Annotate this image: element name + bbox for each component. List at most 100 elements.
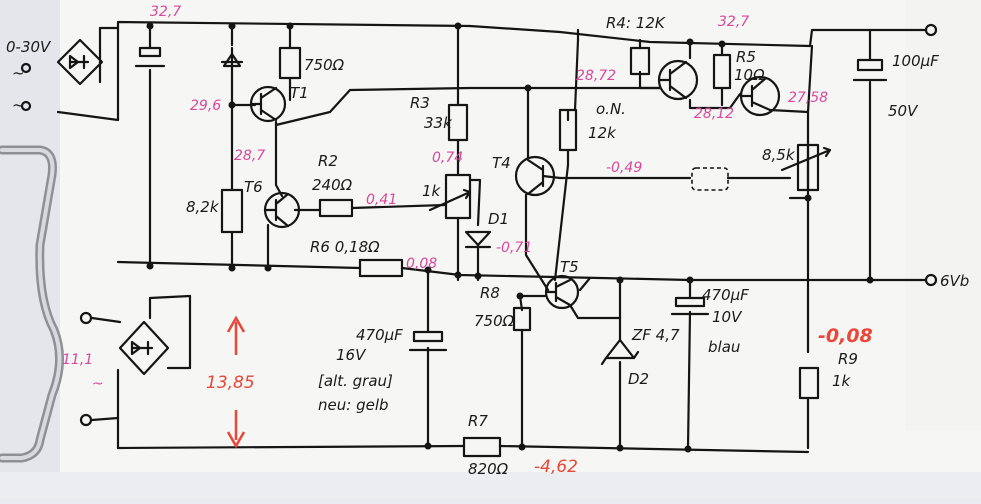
table-edge: [0, 0, 60, 499]
value-0-71: -0,71: [496, 240, 532, 256]
transistor-driver: [657, 59, 699, 101]
label-t1: T1: [290, 84, 309, 102]
capacitor-100uf: [852, 58, 888, 82]
label-out: 6Vb: [940, 272, 969, 290]
value-32-7a: 32,7: [150, 4, 181, 20]
label-r8k2: 8,2k: [186, 198, 220, 216]
label-r8-name: R8: [480, 284, 500, 302]
label-cap-top-v: 50V: [888, 102, 919, 120]
label-r8-val: 750Ω: [474, 312, 515, 330]
paper-bottom-edge: [0, 472, 981, 499]
label-t6: T6: [244, 178, 263, 196]
resistor-r8: [512, 306, 532, 332]
tilde-1: ~: [12, 64, 25, 82]
transistor-t4: [514, 155, 562, 197]
value-neg-0-08: -0,08: [818, 325, 873, 347]
label-d1: D1: [488, 210, 509, 228]
resistor-r7: [462, 436, 502, 458]
label-r9-name: R9: [838, 350, 858, 368]
zener-d2: [600, 338, 640, 366]
label-ac-top: 0-30V: [6, 38, 52, 56]
label-c470b-note: blau: [708, 338, 740, 356]
label-c470a-v: 16V: [336, 346, 367, 364]
terminal-ac-lower-1: [79, 311, 93, 325]
label-t4: T4: [492, 154, 511, 172]
label-r5-name: R5: [736, 48, 756, 66]
paper-right-strip: [905, 0, 981, 430]
resistor-r9: [798, 366, 820, 400]
pot-8k5: [796, 143, 820, 192]
label-c470a: 470μF: [356, 326, 403, 344]
terminal-ac-lower-2: [79, 413, 93, 427]
terminal-ac-top-2: [20, 100, 32, 112]
label-r6: R6 0,18Ω: [310, 238, 380, 256]
label-d2: D2: [628, 370, 649, 388]
transistor-t1: [249, 85, 287, 123]
transistor-t6: [263, 191, 301, 229]
value-13-85: 13,85: [206, 373, 255, 393]
value-28-7: 28,7: [234, 148, 265, 164]
resistor-r6: [358, 258, 404, 278]
label-c-note2: neu: gelb: [318, 396, 389, 414]
dashed-component: [691, 167, 729, 191]
value-neg-0-49: -0,49: [606, 160, 642, 176]
label-t5: T5: [560, 258, 579, 276]
label-r5-val: 10Ω: [734, 66, 765, 84]
value-27-58: 27,58: [788, 90, 828, 106]
junction-dots: [146, 22, 874, 453]
terminal-out: [924, 273, 938, 287]
label-r2-name: R2: [318, 152, 338, 170]
value-0-08: 0,08: [406, 256, 437, 272]
terminal-plus: [924, 23, 938, 37]
label-pot1k: 1k: [422, 182, 442, 200]
terminal-ac-top-1: [20, 62, 32, 74]
label-on: o.N.: [596, 100, 626, 118]
value-32-7b: 32,7: [718, 14, 749, 30]
tilde-lower: ~: [92, 376, 104, 392]
label-r750: 750Ω: [304, 56, 345, 74]
value-29-6: 29,6: [190, 98, 221, 114]
label-cap-top: 100μF: [892, 52, 939, 70]
capacitor-470uf-10v: [670, 296, 710, 316]
value-11-1: 11,1: [62, 352, 93, 368]
value-0-41: 0,41: [366, 192, 397, 208]
label-r7-val: 820Ω: [468, 460, 509, 478]
capacitor-470uf-16v: [408, 330, 448, 352]
label-r7-name: R7: [468, 412, 488, 430]
label-r2-val: 240Ω: [312, 176, 353, 194]
bridge-rectifier-bottom: [118, 320, 170, 376]
value-28-72: 28,72: [576, 68, 616, 84]
wiring: [56, 20, 927, 454]
label-c470b: 470μF: [702, 286, 749, 304]
resistor-8k2: [220, 188, 244, 234]
label-r3-val: 33k: [424, 114, 453, 132]
diode-d1: [464, 230, 492, 249]
resistor-r2: [318, 198, 354, 218]
label-c470b-v: 10V: [712, 308, 743, 326]
pot-1k-arrow: [428, 188, 472, 212]
resistor-r3: [447, 103, 469, 142]
label-r3-name: R3: [410, 94, 430, 112]
resistor-r5: [712, 53, 732, 90]
value-0-74: 0,74: [432, 150, 463, 166]
resistor-750: [278, 46, 302, 80]
pot-8k5-arrow: [780, 146, 832, 172]
tilde-2: ~: [12, 96, 25, 114]
pot-1k: [444, 173, 472, 220]
paper-sheet: [52, 0, 981, 499]
transistor-power: [739, 75, 781, 117]
label-r12k: 12k: [588, 124, 617, 142]
label-c-note1: [alt. grau]: [318, 372, 393, 390]
output-terminals: [20, 23, 938, 427]
label-zener: ZF 4,7: [631, 326, 680, 344]
label-r4: R4: 12K: [606, 14, 666, 32]
voltage-arrow: [226, 315, 246, 449]
zener-top: [220, 46, 244, 72]
bridge-rectifier-top: [56, 38, 104, 86]
capacitor-input: [134, 46, 166, 68]
transistor-t5: [544, 274, 580, 310]
label-r9-val: 1k: [832, 372, 852, 390]
value-28-12: 28,12: [694, 106, 734, 122]
